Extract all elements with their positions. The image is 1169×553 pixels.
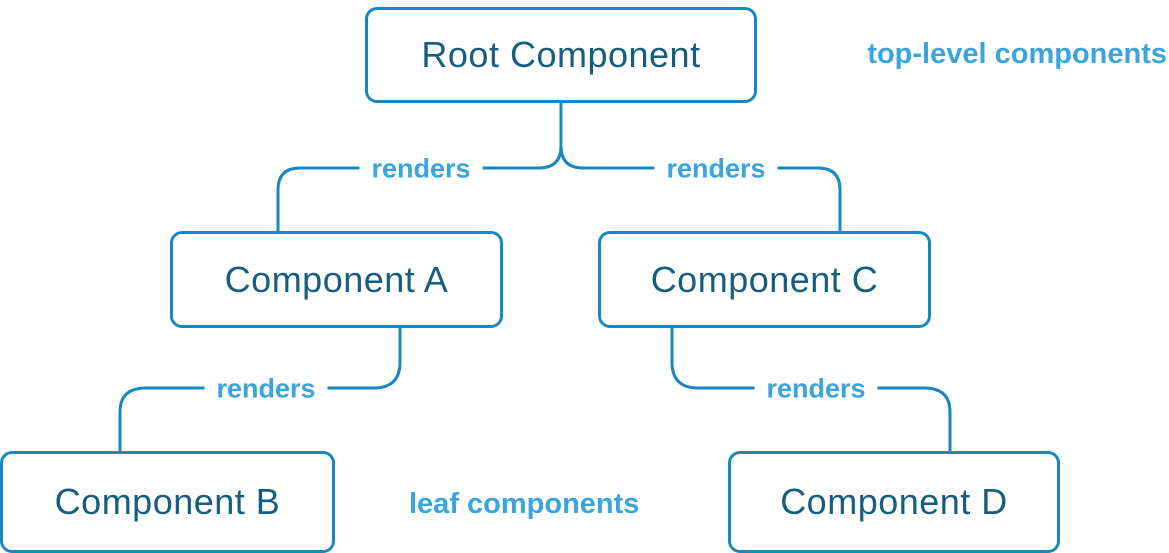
node-root-component: Root Component [365, 7, 757, 103]
node-component-a: Component A [170, 231, 503, 328]
node-component-c: Component C [598, 231, 931, 328]
annotation-top-level-components: top-level components [867, 38, 1167, 70]
edge-label-renders-root-a: renders [359, 153, 483, 185]
node-c-label: Component C [650, 258, 879, 300]
node-component-b: Component B [0, 451, 335, 553]
edge-label-renders-root-c: renders [654, 153, 778, 185]
node-component-d: Component D [728, 451, 1060, 553]
edge-label-renders-c-d: renders [754, 373, 878, 405]
node-b-label: Component B [54, 481, 281, 522]
edge-label-renders-a-b: renders [204, 373, 328, 405]
node-d-label: Component D [780, 481, 1008, 522]
node-root-label: Root Component [421, 34, 701, 75]
node-a-label: Component A [224, 258, 449, 300]
annotation-leaf-components: leaf components [409, 488, 640, 520]
